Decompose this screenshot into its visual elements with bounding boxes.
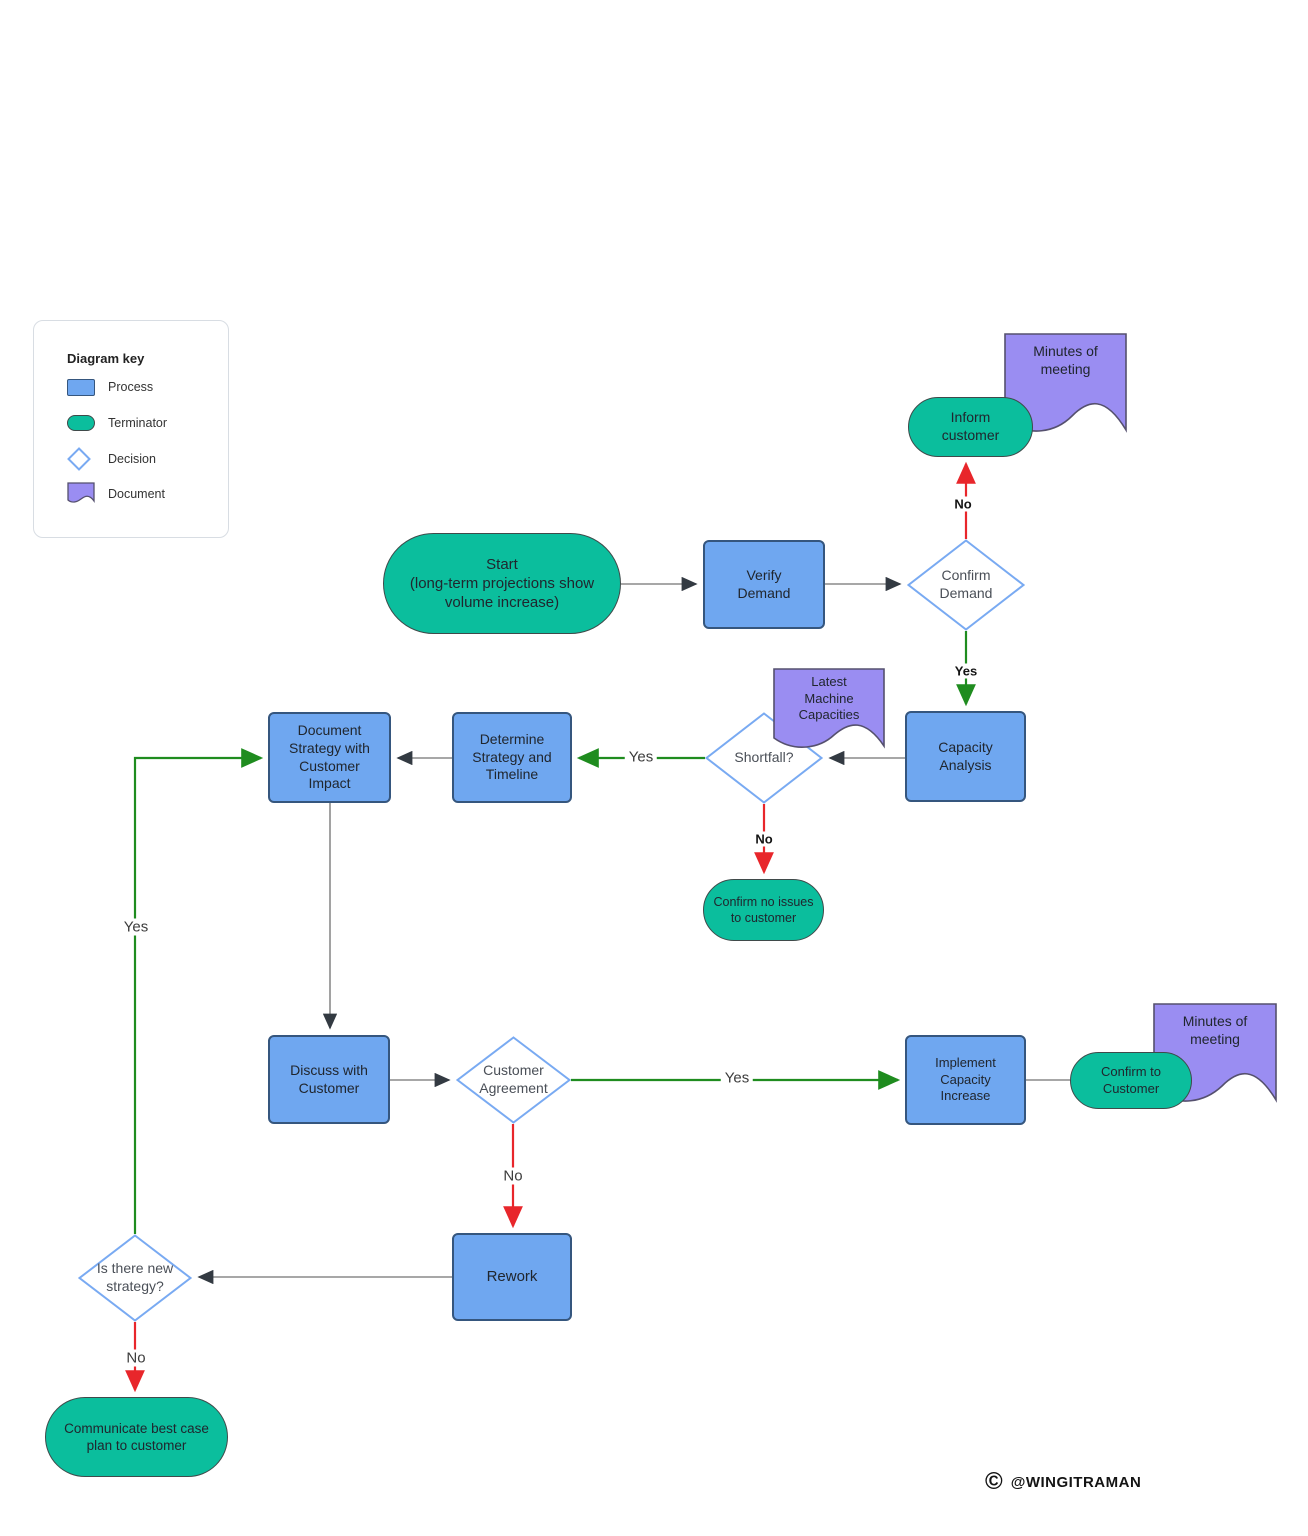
legend-item-terminator: Terminator	[67, 411, 167, 435]
copyright-icon: ©	[985, 1468, 1003, 1495]
terminator-confirm-to-customer: Confirm to Customer	[1070, 1052, 1192, 1109]
node-label: Is there new strategy?	[96, 1260, 174, 1294]
document-minutes-of-meeting-top: Minutes of meeting	[1004, 333, 1127, 441]
edge-label-no: No	[950, 496, 976, 512]
node-label: Discuss with Customer	[290, 1061, 368, 1096]
process-discuss-with-customer: Discuss with Customer	[268, 1035, 390, 1124]
process-document-strategy: Document Strategy with Customer Impact	[268, 712, 391, 803]
node-label: Communicate best case plan to customer	[64, 1420, 209, 1453]
node-label: Start (long-term projections show volume…	[409, 555, 595, 612]
terminator-start: Start (long-term projections show volume…	[383, 533, 621, 634]
document-latest-machine-capacities: Latest Machine Capacities	[773, 668, 885, 756]
decision-customer-agreement: Customer Agreement	[456, 1036, 571, 1124]
terminator-shape-icon	[67, 415, 95, 431]
node-label: Inform customer	[941, 409, 1000, 443]
author-handle: @WINGITRAMAN	[1010, 1473, 1142, 1491]
attribution: © @WINGITRAMAN	[985, 1470, 1141, 1494]
node-label: Latest Machine Capacities	[798, 674, 860, 723]
terminator-confirm-no-issues: Confirm no issues to customer	[703, 879, 824, 941]
process-implement-capacity-increase: Implement Capacity Increase	[905, 1035, 1026, 1125]
legend-item-label: Decision	[108, 452, 156, 466]
diagram-key-title: Diagram key	[67, 351, 145, 366]
edge-new-strategy-yes-to-document-strategy	[133, 748, 264, 1234]
node-label: Determine Strategy and Timeline	[472, 730, 552, 783]
decision-confirm-demand: Confirm Demand	[907, 539, 1025, 631]
node-label: Document Strategy with Customer Impact	[289, 721, 370, 792]
edge-label-yes: Yes	[720, 1069, 754, 1087]
node-label: Customer Agreement	[479, 1062, 548, 1096]
edge-label-yes: Yes	[624, 748, 658, 766]
process-shape-icon	[67, 378, 95, 396]
node-label: Capacity Analysis	[938, 738, 993, 773]
legend-item-label: Terminator	[108, 416, 168, 430]
document-shape-icon	[67, 482, 95, 506]
node-label: Shortfall?	[734, 749, 794, 766]
process-rework: Rework	[452, 1233, 572, 1321]
edge-label-yes: Yes	[950, 663, 982, 679]
legend-item-process: Process	[67, 375, 153, 399]
terminator-inform-customer: Inform customer	[908, 397, 1033, 457]
node-label: Verify Demand	[737, 566, 791, 601]
node-label: Confirm to Customer	[1101, 1063, 1161, 1096]
process-determine-strategy: Determine Strategy and Timeline	[452, 712, 572, 803]
node-label: Confirm no issues to customer	[713, 895, 814, 925]
node-label: Rework	[486, 1268, 538, 1286]
process-capacity-analysis: Capacity Analysis	[905, 711, 1026, 802]
diagram-key-panel: Diagram key Process Terminator Decision …	[33, 320, 229, 538]
node-label: Minutes of meeting	[1182, 1013, 1248, 1047]
node-label: Minutes of meeting	[1033, 343, 1098, 377]
legend-item-document: Document	[67, 482, 165, 506]
edge-label-yes: Yes	[119, 918, 153, 936]
edge-label-no: No	[122, 1349, 150, 1367]
process-verify-demand: Verify Demand	[703, 540, 825, 629]
legend-item-decision: Decision	[67, 447, 156, 471]
node-label: Confirm Demand	[939, 567, 993, 601]
decision-shape-icon	[67, 447, 95, 471]
decision-is-there-new-strategy: Is there new strategy?	[78, 1234, 192, 1322]
legend-item-label: Document	[108, 487, 165, 501]
legend-item-label: Process	[108, 380, 154, 394]
edge-label-no: No	[751, 831, 777, 847]
terminator-communicate-best-case: Communicate best case plan to customer	[45, 1397, 228, 1477]
node-label: Implement Capacity Increase	[935, 1055, 996, 1104]
edge-label-no: No	[499, 1167, 527, 1185]
